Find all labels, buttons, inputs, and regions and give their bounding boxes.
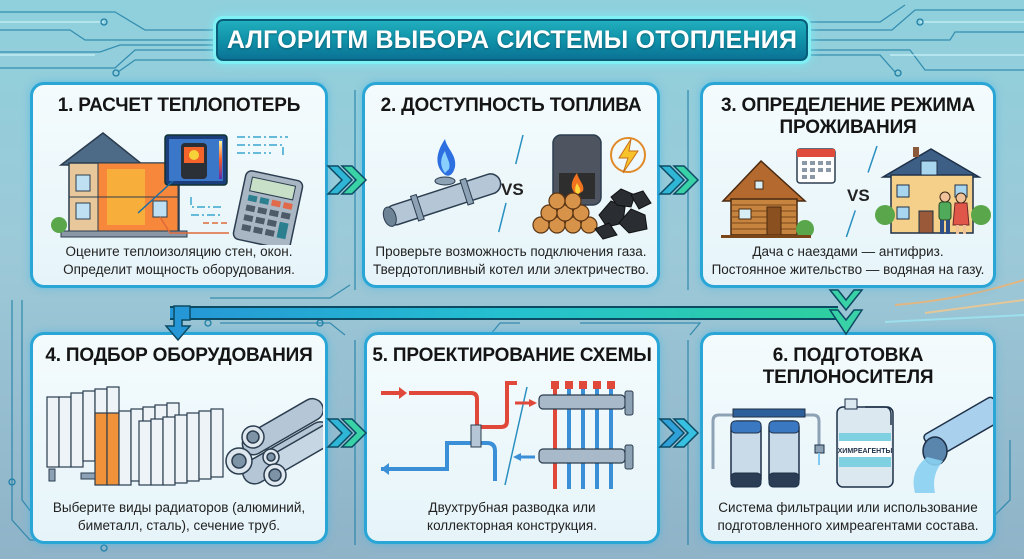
firewood-icon	[532, 192, 598, 234]
chevron-right-icon	[326, 165, 368, 195]
thermal-camera-icon	[137, 134, 228, 214]
water-pipe-icon	[913, 396, 993, 493]
step-description: Дача с наездами — антифриз. Постоянное ж…	[711, 244, 985, 277]
chevron-right-icon	[658, 165, 700, 195]
step-card-2: 2. ДОСТУПНОСТЬ ТОПЛИВА VS	[362, 82, 660, 288]
step-description: Система фильтрации или использование под…	[717, 500, 979, 533]
chevron-down-icon	[828, 289, 864, 336]
step-title: 2. ДОСТУПНОСТЬ ТОПЛИВА	[380, 95, 642, 116]
step-title: 5. ПРОЕКТИРОВАНИЕ СХЕМЫ	[372, 345, 652, 366]
radiators-icon	[46, 386, 224, 486]
step-description: Оцените теплоизоляцию стен, окон. Опреде…	[63, 244, 295, 277]
lightning-icon	[610, 137, 646, 174]
step-title: 3. ОПРЕДЕЛЕНИЕ РЕЖИМА ПРОЖИВАНИЯ	[721, 95, 975, 138]
family-icon	[938, 191, 970, 234]
family-house-icon	[875, 147, 991, 234]
log-cabin-icon	[721, 159, 814, 238]
step-description: Выберите виды радиаторов (алюминий, биме…	[52, 500, 306, 533]
step-title: 6. ПОДГОТОВКА ТЕПЛОНОСИТЕЛЯ	[762, 345, 934, 388]
two-pipe-scheme-icon	[381, 381, 517, 481]
heat-loss-illustration	[51, 132, 304, 245]
page-title: АЛГОРИТМ ВЫБОРА СИСТЕМЫ ОТОПЛЕНИЯ	[226, 25, 798, 54]
step-card-1: 1. РАСЧЕТ ТЕПЛОПОТЕРЬ	[30, 82, 328, 288]
step-title: 1. РАСЧЕТ ТЕПЛОПОТЕРЬ	[57, 95, 301, 116]
vs-label: VS	[501, 180, 524, 199]
step-description: Двухтрубная разводка или коллекторная ко…	[427, 500, 597, 533]
chevron-right-icon	[658, 418, 700, 448]
residence-illustration: VS	[721, 145, 991, 241]
gas-pipe-flame-icon	[382, 139, 502, 227]
manifold-icon	[513, 381, 634, 489]
calendar-icon	[796, 148, 836, 184]
step-card-3: 3. ОПРЕДЕЛЕНИЕ РЕЖИМА ПРОЖИВАНИЯ VS	[700, 82, 996, 288]
pipes-icon	[225, 397, 323, 487]
flow-connector	[170, 306, 838, 320]
vs-label: VS	[847, 186, 870, 205]
water-filter-icon	[711, 408, 825, 488]
scheme-illustration	[381, 381, 634, 489]
step-description: Проверьте возможность подключения газа. …	[372, 244, 650, 277]
step-title: 4. ПОДБОР ОБОРУДОВАНИЯ	[45, 345, 313, 366]
equipment-illustration	[46, 386, 323, 487]
coal-icon	[594, 188, 652, 240]
arrow-down-icon	[164, 305, 192, 342]
canister-label: ХИМРЕАГЕНТЫ	[838, 448, 893, 455]
house-thermal-icon	[51, 132, 188, 238]
calculator-icon	[232, 170, 304, 245]
title-banner: АЛГОРИТМ ВЫБОРА СИСТЕМЫ ОТОПЛЕНИЯ	[213, 16, 811, 64]
step-card-5: 5. ПРОЕКТИРОВАНИЕ СХЕМЫ	[364, 332, 660, 544]
chevron-right-icon	[326, 418, 368, 448]
coolant-illustration: ХИМРЕАГЕНТЫ	[711, 396, 993, 493]
fuel-illustration: VS	[382, 134, 652, 240]
step-card-6: 6. ПОДГОТОВКА ТЕПЛОНОСИТЕЛЯ ХИМРЕАГЕНТЫ	[700, 332, 996, 544]
chemical-canister-icon: ХИМРЕАГЕНТЫ	[836, 398, 894, 488]
step-card-4: 4. ПОДБОР ОБОРУДОВАНИЯ	[30, 332, 328, 544]
